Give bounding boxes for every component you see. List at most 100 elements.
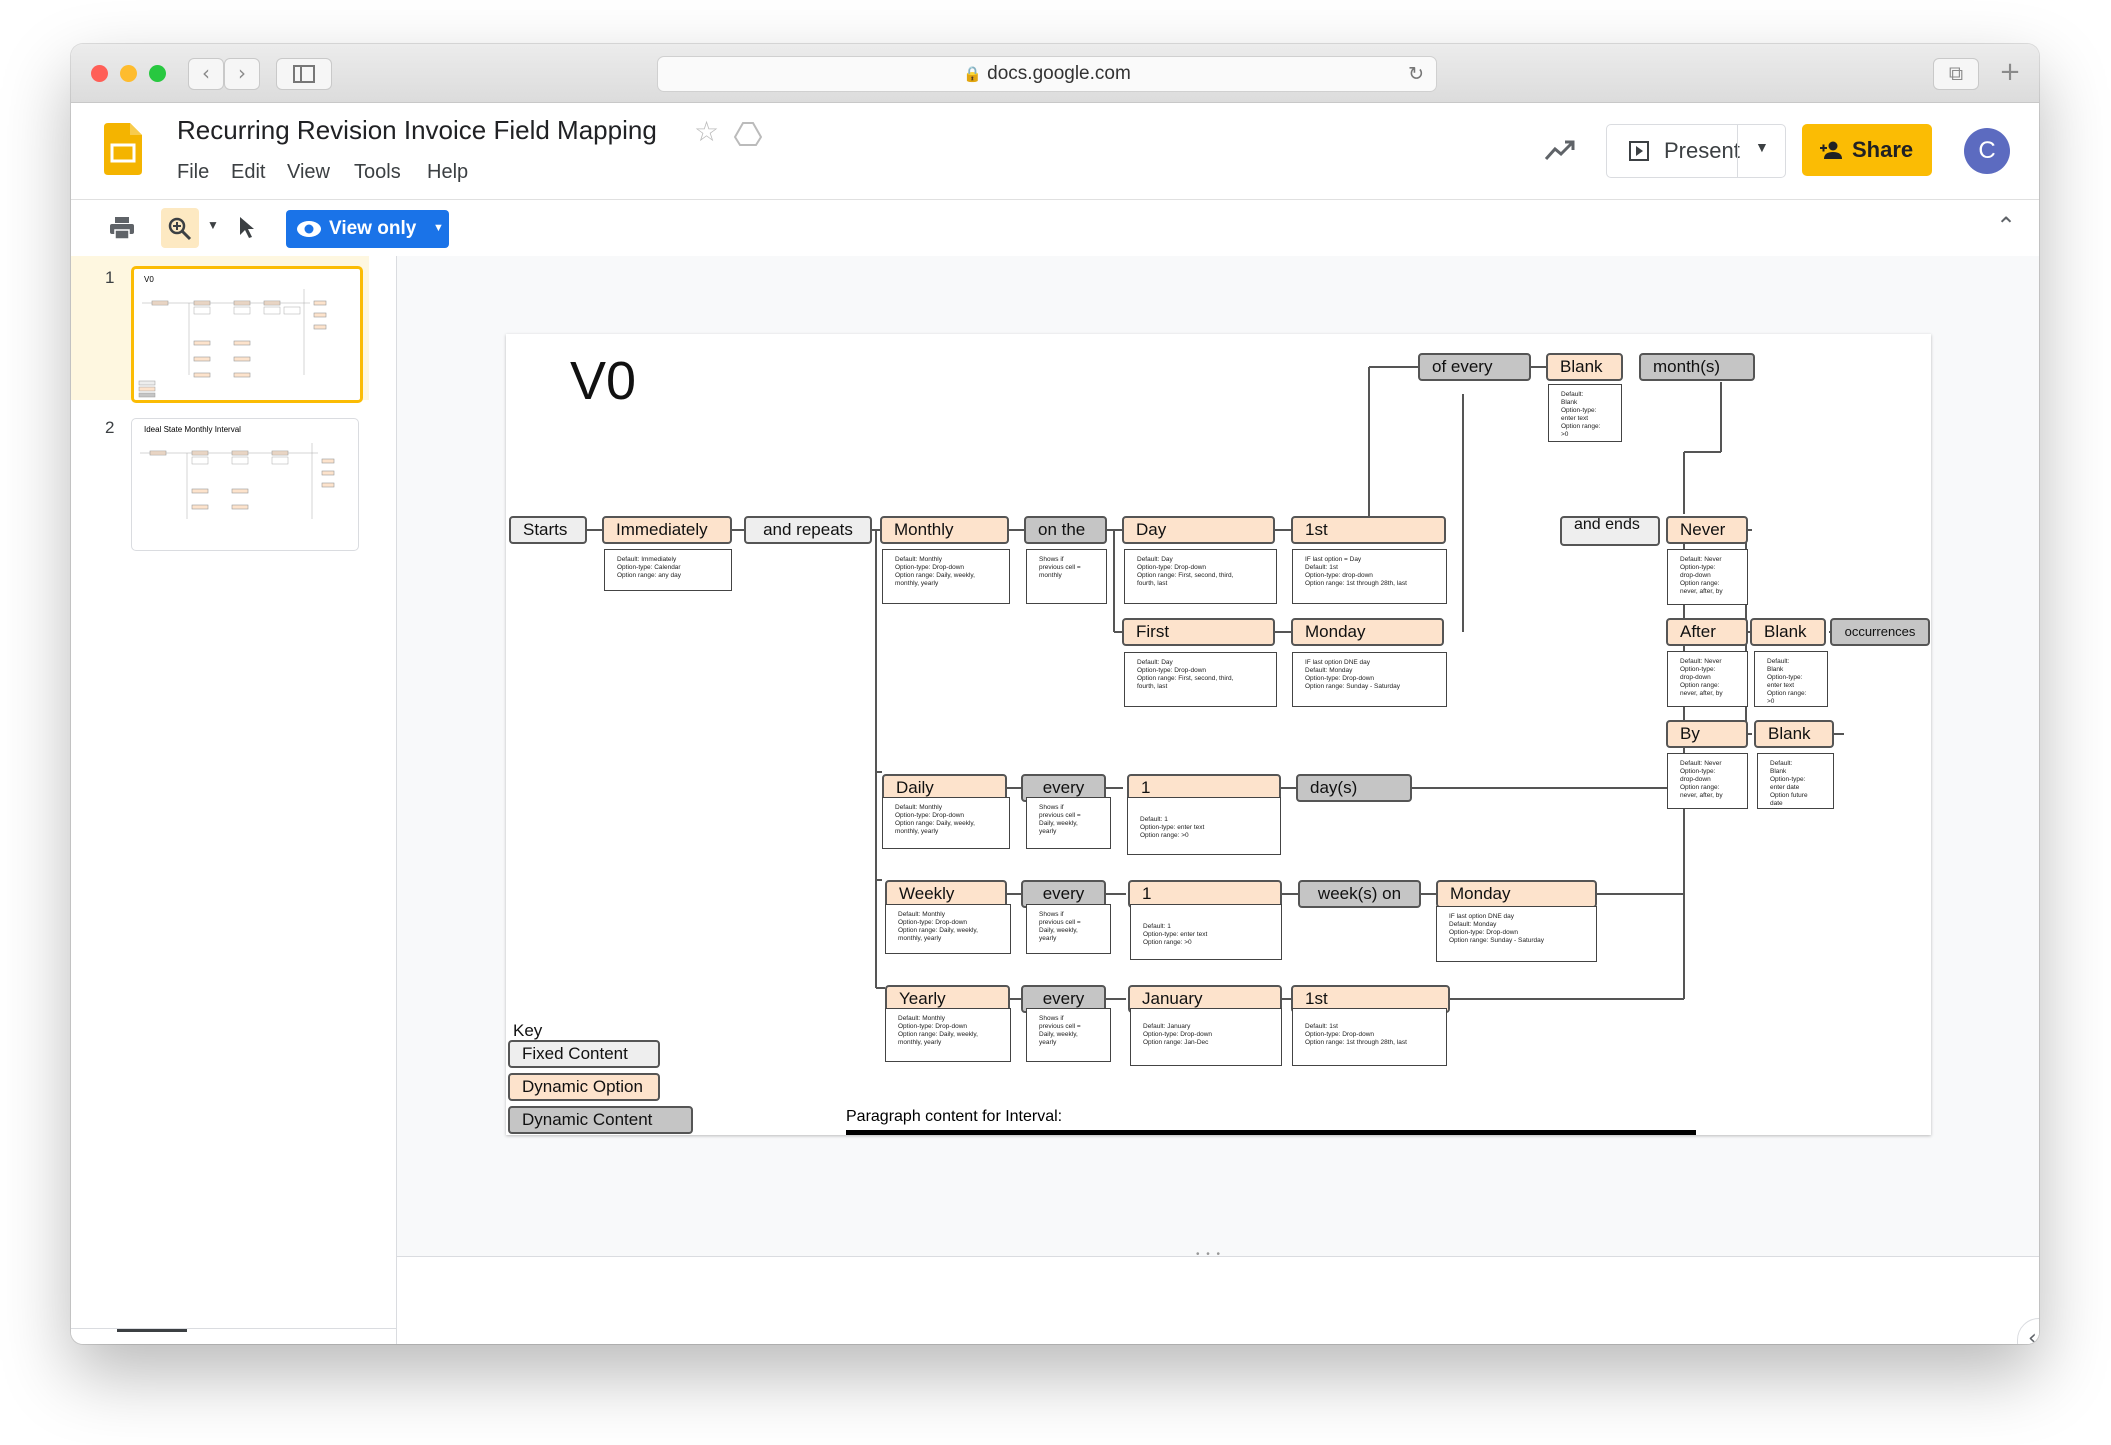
box-never: Never — [1666, 516, 1748, 544]
tabs-overview-icon[interactable]: ⧉ — [1933, 58, 1979, 90]
menu-view[interactable]: View — [287, 161, 330, 183]
box-every-weekly: every — [1021, 880, 1106, 908]
box-monday-weekly: Monday — [1436, 880, 1597, 908]
reload-icon[interactable]: ↻ — [1408, 63, 1424, 85]
share-label: Share — [1852, 137, 1914, 162]
box-blank-after: Blank — [1750, 618, 1826, 646]
note-immediately: Default: Immediately Option-type: Calend… — [604, 549, 732, 591]
browser-toolbar: ‹ › 🔒 docs.google.com ↻ ⧉ + — [71, 44, 2039, 103]
note-1-daily: Default: 1 Option-type: enter text Optio… — [1127, 797, 1281, 855]
zoom-icon — [168, 217, 192, 241]
eye-icon — [297, 221, 321, 237]
box-monday-monthly: Monday — [1291, 618, 1444, 646]
note-yearly: Default: Monthly Option-type: Drop-down … — [885, 1008, 1011, 1062]
view-only-label: View only — [329, 218, 417, 239]
view-only-dropdown-icon[interactable]: ▼ — [433, 222, 444, 234]
slides-logo-icon[interactable] — [104, 123, 142, 175]
box-by: By — [1666, 720, 1748, 748]
view-only-button[interactable]: View only ▼ — [286, 210, 449, 248]
account-avatar[interactable]: C — [1964, 128, 2010, 174]
speaker-notes-panel — [397, 1256, 2039, 1344]
note-daily: Default: Monthly Option-type: Drop-down … — [882, 797, 1010, 849]
close-window-button[interactable] — [91, 65, 108, 82]
slide-title: V0 — [570, 351, 637, 411]
key-dynamic-option: Dynamic Option — [508, 1073, 660, 1101]
note-1st: IF last option = Day Default: 1st Option… — [1292, 549, 1447, 604]
note-by: Default: Never Option-type: drop-down Op… — [1667, 753, 1748, 809]
box-starts: Starts — [509, 516, 587, 544]
note-monday-monthly: IF last option DNE day Default: Monday O… — [1292, 652, 1447, 707]
note-blank-month: Default: Blank Option-type: enter text O… — [1548, 384, 1622, 442]
move-to-drive-icon[interactable] — [734, 121, 762, 147]
present-button[interactable]: Present ▼ — [1606, 124, 1786, 178]
note-monthly: Default: Monthly Option-type: Drop-down … — [882, 549, 1010, 604]
present-options-icon[interactable]: ▼ — [1755, 139, 1769, 155]
menu-file[interactable]: File — [177, 161, 210, 183]
slide-filmstrip: 1 V0 2 Ideal State Monthly Interval — [71, 256, 397, 1344]
forward-icon[interactable]: › — [224, 58, 260, 90]
box-weeks-on: week(s) on — [1298, 880, 1421, 908]
present-label: Present — [1664, 138, 1740, 163]
share-button[interactable]: Share — [1802, 124, 1932, 176]
select-cursor-icon[interactable] — [238, 216, 256, 240]
new-tab-icon[interactable]: + — [1999, 57, 2021, 87]
note-on-the: Shows if previous cell = monthly — [1026, 549, 1107, 604]
menu-tools[interactable]: Tools — [354, 161, 401, 183]
menu-help[interactable]: Help — [427, 161, 469, 183]
note-every-weekly: Shows if previous cell = Daily, weekly, … — [1026, 904, 1111, 954]
menu-edit[interactable]: Edit — [231, 161, 266, 183]
print-icon[interactable] — [109, 216, 135, 240]
sidebar-toggle-icon[interactable] — [276, 58, 332, 90]
note-blank-by: Default: Blank Option-type: enter date O… — [1757, 753, 1834, 809]
slides-header: Recurring Revision Invoice Field Mapping… — [71, 103, 2039, 198]
box-occurrences: occurrences — [1830, 618, 1930, 646]
slide-thumbnail-1[interactable]: V0 — [131, 266, 363, 403]
thumbnail-title: V0 — [144, 275, 154, 284]
thumbnail-title: Ideal State Monthly Interval — [144, 425, 241, 434]
note-january: Default: January Option-type: Drop-down … — [1130, 1008, 1282, 1066]
slide-number: 2 — [105, 418, 115, 437]
note-blank-after: Default: Blank Option-type: enter text O… — [1754, 651, 1828, 707]
box-blank-month: Blank — [1546, 353, 1623, 381]
note-never: Default: Never Option-type: drop-down Op… — [1667, 549, 1748, 605]
note-every-daily: Shows if previous cell = Daily, weekly, … — [1026, 797, 1111, 849]
box-days: day(s) — [1296, 774, 1412, 802]
slide-number: 1 — [105, 268, 115, 287]
box-day: Day — [1122, 516, 1275, 544]
key-title: Key — [513, 1021, 543, 1040]
note-after: Default: Never Option-type: drop-down Op… — [1667, 651, 1748, 707]
sidebar-icon — [293, 65, 315, 83]
note-monday-weekly: IF last option DNE day Default: Monday O… — [1436, 906, 1597, 962]
collapse-toolbar-icon[interactable]: ⌃ — [1996, 212, 2017, 240]
back-icon[interactable]: ‹ — [188, 58, 224, 90]
present-icon — [1629, 141, 1649, 161]
box-first: First — [1122, 618, 1275, 646]
key-fixed-content: Fixed Content — [508, 1040, 660, 1068]
box-and-repeats: and repeats — [744, 516, 872, 544]
chevron-left-icon: ‹ — [2028, 1326, 2037, 1344]
box-after: After — [1666, 618, 1748, 646]
resize-handle-icon[interactable]: • • • — [1196, 1249, 1223, 1260]
box-months: month(s) — [1639, 353, 1755, 381]
box-of-every: of every — [1418, 353, 1531, 381]
star-icon[interactable]: ☆ — [694, 115, 720, 148]
key-dynamic-content: Dynamic Content — [508, 1106, 693, 1134]
box-1-weekly: 1 — [1128, 880, 1282, 908]
box-monthly: Monthly — [880, 516, 1009, 544]
zoom-options-icon[interactable]: ▼ — [207, 218, 219, 232]
address-bar[interactable]: 🔒 docs.google.com ↻ — [657, 56, 1437, 92]
slide-thumbnail-2[interactable]: Ideal State Monthly Interval — [131, 418, 359, 551]
box-immediately: Immediately — [602, 516, 732, 544]
box-on-the: on the — [1024, 516, 1107, 544]
note-day: Default: Day Option-type: Drop-down Opti… — [1124, 549, 1277, 604]
maximize-window-button[interactable] — [149, 65, 166, 82]
person-add-icon — [1820, 141, 1842, 159]
minimize-window-button[interactable] — [120, 65, 137, 82]
browser-window: ‹ › 🔒 docs.google.com ↻ ⧉ + Recurring Re… — [71, 44, 2039, 1344]
note-1st-yearly: Default: 1st Option-type: Drop-down Opti… — [1292, 1008, 1447, 1066]
slides-toolbar: ▼ View only ▼ ⌃ — [71, 199, 2039, 257]
lock-icon: 🔒 — [963, 66, 982, 83]
activity-dashboard-icon[interactable] — [1544, 139, 1576, 161]
zoom-button[interactable] — [161, 208, 199, 248]
document-title[interactable]: Recurring Revision Invoice Field Mapping — [177, 115, 657, 145]
